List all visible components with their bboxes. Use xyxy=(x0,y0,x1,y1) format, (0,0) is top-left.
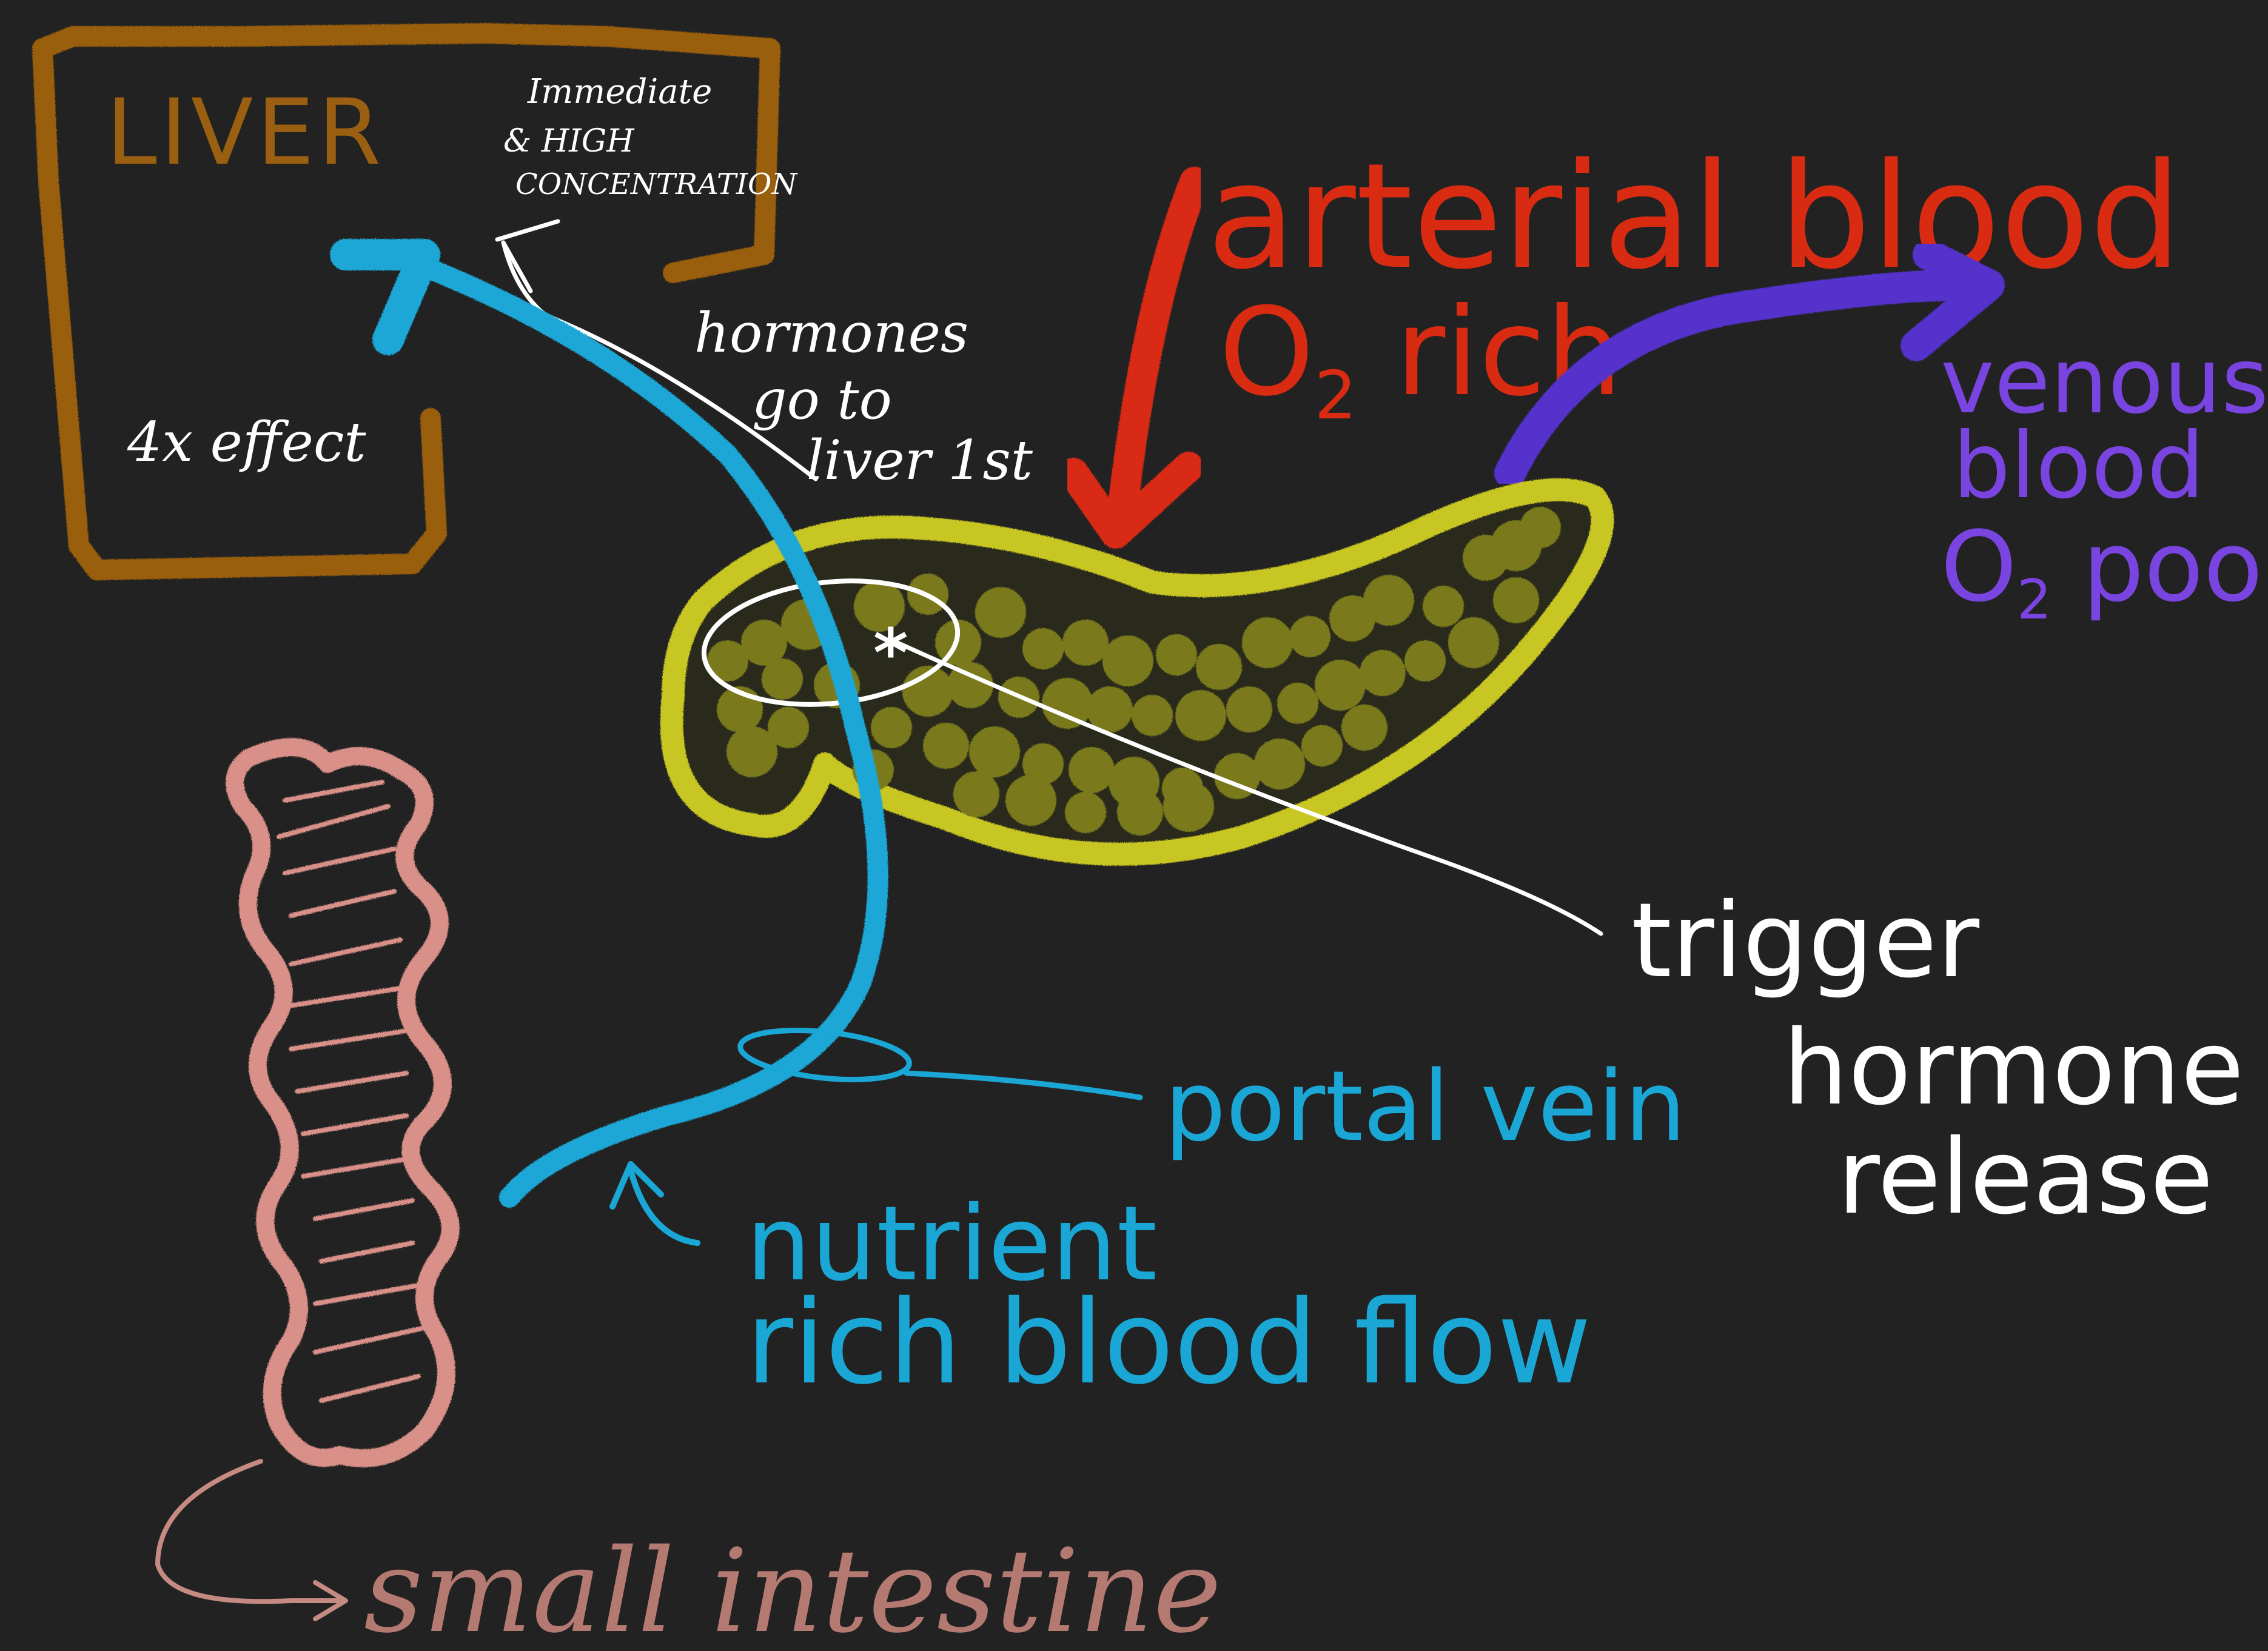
pancreas-cell xyxy=(1117,789,1163,836)
pancreas-cell xyxy=(1341,705,1387,751)
arterial-sub: 2 xyxy=(1314,357,1357,434)
star-marker: * xyxy=(873,614,908,692)
venous-rest: poor xyxy=(2052,510,2268,623)
hormones-line1: hormones xyxy=(694,301,968,365)
arterial-o: O xyxy=(1219,282,1314,423)
pancreas-cell xyxy=(1069,747,1115,793)
small-intestine-label: small intestine xyxy=(364,1524,1221,1651)
venous-line2: blood xyxy=(1953,414,2205,519)
pancreas-cell xyxy=(1404,640,1446,681)
pancreas-cell xyxy=(1175,690,1226,741)
pancreas-cell xyxy=(1254,738,1305,789)
effect-label: 4x effect xyxy=(127,410,366,474)
pancreas-cell xyxy=(953,771,999,817)
pancreas-cell xyxy=(1493,577,1539,623)
pancreas-cell xyxy=(1448,617,1499,668)
pancreas-cell xyxy=(1022,628,1064,669)
pancreas-cell xyxy=(1277,683,1318,724)
pancreas-cell xyxy=(1226,686,1272,732)
immediate-line3: CONCENTRATION xyxy=(515,167,798,201)
pancreas-cell xyxy=(1062,620,1109,666)
immediate-line1: Immediate xyxy=(527,72,712,112)
pancreas-cell xyxy=(1196,644,1242,690)
portal-vein-label: portal vein xyxy=(1164,1050,1686,1163)
immediate-line2: & HIGH xyxy=(503,123,635,159)
trigger-line2: hormone xyxy=(1783,1008,2244,1128)
pancreas-cell xyxy=(923,723,969,769)
nutrient-line2: rich blood flow xyxy=(746,1276,1591,1410)
pancreas-cell xyxy=(1301,725,1343,766)
arterial-rest: rich xyxy=(1357,282,1622,423)
pancreas-cell xyxy=(1163,781,1214,832)
hormones-line3: liver 1st xyxy=(807,429,1033,492)
pancreas-cell xyxy=(871,707,912,748)
pancreas-cell xyxy=(1315,660,1366,711)
pancreas-cell xyxy=(1132,695,1173,736)
pancreas-cell xyxy=(1005,775,1056,826)
pancreas-cell xyxy=(1042,678,1093,729)
pancreas-cell xyxy=(768,707,809,748)
liver-label: LIVER xyxy=(106,80,384,186)
trigger-line3: release xyxy=(1837,1117,2213,1237)
pancreas-cell xyxy=(969,726,1020,777)
pancreas-cell xyxy=(1289,616,1330,657)
pancreas-cell xyxy=(1102,635,1153,686)
pancreas-cell xyxy=(1360,650,1406,696)
pancreas-cell xyxy=(1423,586,1464,627)
arterial-line1: arterial blood xyxy=(1207,132,2182,301)
hormones-line2: go to xyxy=(752,368,892,432)
venous-o: O xyxy=(1941,510,2017,623)
pancreas-cell xyxy=(1520,507,1561,548)
venous-line3: O2 poor xyxy=(1941,510,2268,632)
venous-sub: 2 xyxy=(2017,568,2052,632)
pancreas-cell xyxy=(1242,617,1293,668)
pancreas-cell xyxy=(1065,792,1106,833)
pancreas-cell xyxy=(1363,575,1414,626)
trigger-line1: trigger xyxy=(1631,881,1979,1001)
pancreas-cell xyxy=(975,587,1026,638)
pancreas-cell xyxy=(762,658,803,700)
pancreas-cell xyxy=(1156,634,1197,675)
